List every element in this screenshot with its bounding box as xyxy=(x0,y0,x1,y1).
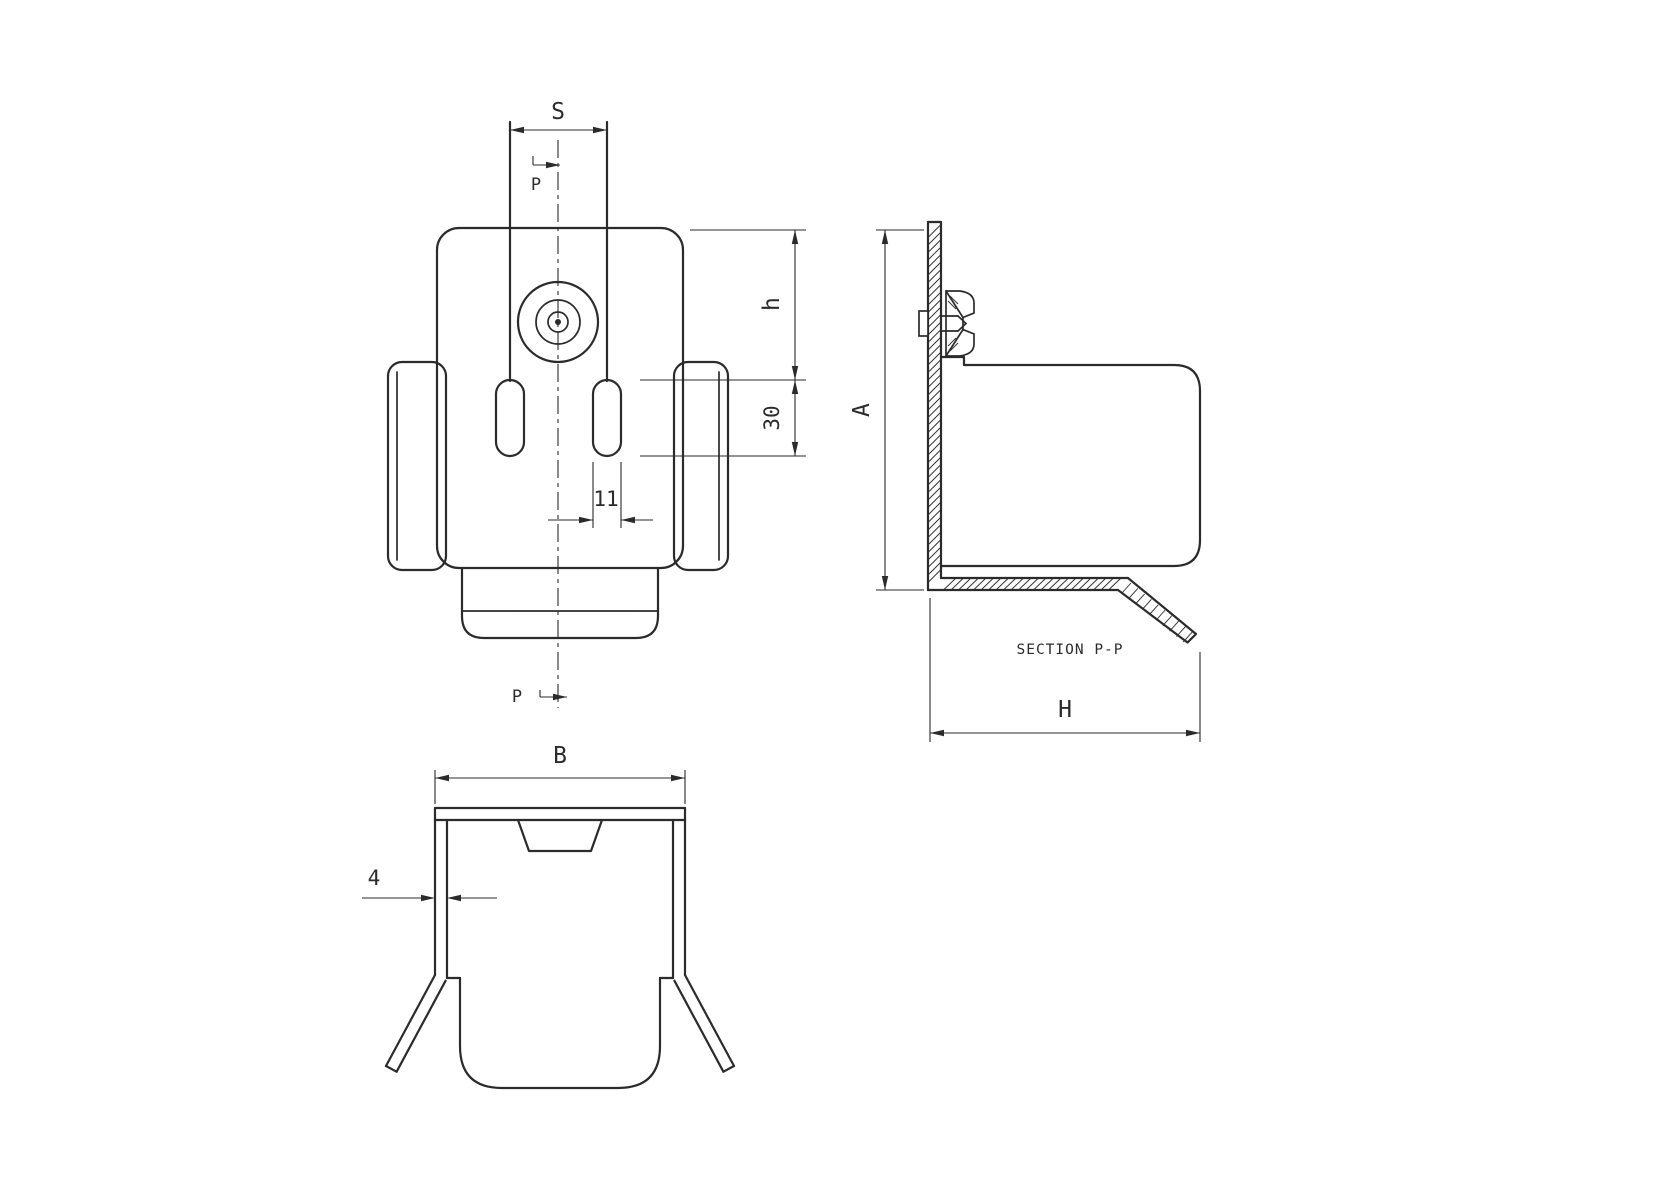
left-slot xyxy=(494,378,526,458)
section-mark-label-bottom: P xyxy=(512,687,522,707)
dim-label-30: 30 xyxy=(760,405,784,430)
dimension-h-and-30: h 30 xyxy=(640,229,806,457)
dimension-b: B xyxy=(434,743,686,804)
bottom-view: B 4 xyxy=(362,743,736,1090)
dimension-11: 11 xyxy=(548,462,653,528)
dim-label-a: A xyxy=(849,403,875,417)
flange-hatch xyxy=(943,578,1121,590)
front-view: S P P h 30 xyxy=(386,99,806,708)
bottom-top-plate xyxy=(433,806,687,822)
dimension-h-depth: H xyxy=(929,598,1201,742)
dimension-a: A xyxy=(849,229,924,591)
bottom-cup xyxy=(445,976,675,1090)
front-body-outline xyxy=(435,226,685,570)
right-side-tab xyxy=(672,360,730,572)
wall-hatch xyxy=(928,224,941,583)
bottom-side-walls xyxy=(433,818,687,980)
right-slot xyxy=(591,378,623,458)
bottom-tongue xyxy=(516,818,604,853)
section-body-outline xyxy=(939,355,1202,568)
dimension-thickness: 4 xyxy=(362,866,497,902)
left-side-tab xyxy=(386,360,448,572)
section-view: SECTION P-P A H xyxy=(849,220,1202,742)
rivet-hole xyxy=(516,280,600,364)
section-wall xyxy=(926,220,943,592)
dim-label-11: 11 xyxy=(593,487,618,511)
front-bottom-flange xyxy=(460,566,660,640)
spring-clip-detail xyxy=(945,290,975,357)
right-spring-leg xyxy=(673,973,736,1073)
dim-label-thickness: 4 xyxy=(368,866,381,890)
dim-label-hdepth: H xyxy=(1058,697,1072,723)
section-bottom-flange xyxy=(926,576,1198,644)
section-caption: SECTION P-P xyxy=(1016,642,1123,658)
dim-label-h: h xyxy=(759,297,785,311)
dimension-s: S xyxy=(510,99,607,134)
left-spring-leg xyxy=(384,973,447,1073)
dim-label-b: B xyxy=(553,743,567,769)
stud-detail xyxy=(918,310,968,337)
dim-label-s: S xyxy=(551,99,565,125)
section-mark-label-top: P xyxy=(531,175,541,195)
tab-hatch xyxy=(1121,582,1193,643)
section-cut-mark-top: P xyxy=(531,156,560,195)
section-cut-mark-bottom: P xyxy=(512,687,567,707)
